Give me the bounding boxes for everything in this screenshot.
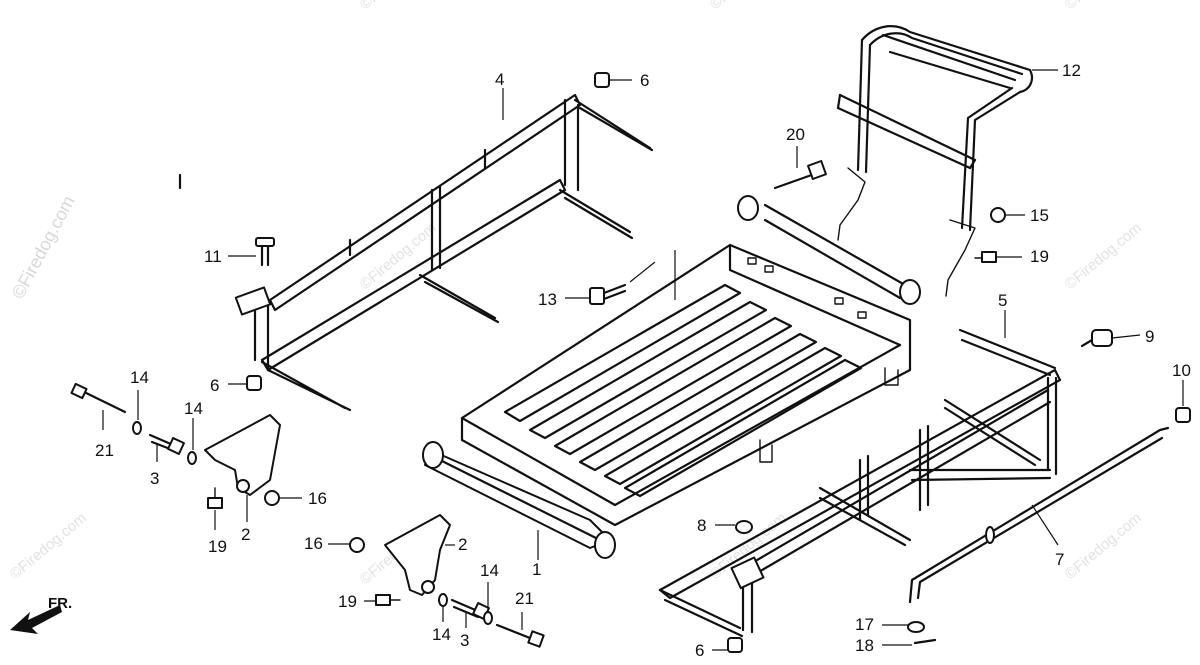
- bolt-13[interactable]: [565, 283, 627, 305]
- callout-1: 1: [532, 560, 541, 579]
- front-arrow: FR.: [10, 595, 72, 634]
- callout-10: 10: [1172, 361, 1191, 380]
- watermark: ©Firedog.com: [1062, 0, 1145, 13]
- bolt-21-left[interactable]: [70, 382, 127, 430]
- callout-21-bottom: 21: [515, 589, 534, 608]
- callout-3-left: 3: [150, 469, 159, 488]
- washer-17[interactable]: [882, 621, 925, 633]
- callout-11: 11: [204, 247, 222, 266]
- callout-18: 18: [855, 636, 874, 655]
- callout-19-bottom: 19: [338, 592, 357, 611]
- nut-15[interactable]: [990, 207, 1025, 223]
- callout-6-bottom: 6: [695, 641, 704, 660]
- watermark: ©Firedog.com: [357, 0, 440, 13]
- callout-6-top: 6: [640, 71, 649, 90]
- callout-8: 8: [697, 516, 706, 535]
- callout-20: 20: [786, 125, 805, 144]
- bolt-19[interactable]: [207, 251, 1022, 606]
- bolt-21-bottom[interactable]: [495, 612, 545, 648]
- callout-16-lower: 16: [304, 534, 323, 553]
- bracket-lower[interactable]: [384, 514, 455, 596]
- callout-19-right: 19: [1030, 247, 1049, 266]
- bolt-11[interactable]: [228, 237, 275, 267]
- bracket-upper[interactable]: [204, 414, 281, 522]
- callout-2-lower: 2: [458, 535, 467, 554]
- callout-4: 4: [495, 70, 504, 89]
- watermark-left: ©Firedog.com: [8, 192, 79, 301]
- bolt-9[interactable]: [1080, 329, 1141, 348]
- callout-14-c: 14: [480, 561, 499, 580]
- nut-16[interactable]: [264, 490, 365, 553]
- callout-14-d: 14: [432, 625, 451, 644]
- back-rack[interactable]: [836, 25, 1058, 297]
- callout-12: 12: [1062, 61, 1081, 80]
- rod[interactable]: [908, 426, 1170, 604]
- callout-9: 9: [1145, 327, 1154, 346]
- callout-16-upper: 16: [308, 489, 327, 508]
- callout-7: 7: [1055, 550, 1064, 569]
- washer-14[interactable]: [132, 390, 493, 625]
- cap-10[interactable]: [1175, 380, 1191, 423]
- cargo-bed[interactable]: [422, 195, 921, 560]
- callout-3-bottom: 3: [460, 631, 469, 650]
- callout-13: 13: [538, 290, 557, 309]
- grommet-6[interactable]: [228, 72, 743, 653]
- left-rack-frame[interactable]: [178, 88, 654, 412]
- grommet-8[interactable]: [715, 520, 753, 534]
- front-arrow-icon: [10, 605, 62, 634]
- callout-17: 17: [855, 615, 874, 634]
- watermark: ©Firedog.com: [357, 219, 440, 293]
- watermarks: ©Firedog.com ©Firedog.com ©Firedog.com ©…: [7, 0, 1145, 588]
- callout-14-a: 14: [130, 368, 149, 387]
- collar-3-left[interactable]: [148, 433, 185, 462]
- collar-3-bottom[interactable]: [450, 598, 490, 628]
- callout-15: 15: [1030, 206, 1049, 225]
- watermark: ©Firedog.com: [707, 0, 790, 13]
- watermark: ©Firedog.com: [7, 509, 90, 583]
- callout-21-left: 21: [95, 441, 114, 460]
- callout-6-left: 6: [210, 376, 219, 395]
- pin-18[interactable]: [882, 638, 937, 646]
- callout-2-upper: 2: [241, 525, 250, 544]
- callouts: 4 6 12 20 15 19 11 13 5 9 10 6 14 14 21 …: [95, 61, 1191, 660]
- callout-5: 5: [998, 291, 1007, 310]
- callout-19-left: 19: [208, 537, 227, 556]
- watermark: ©Firedog.com: [1062, 509, 1145, 583]
- callout-14-b: 14: [184, 399, 203, 418]
- bolt-20[interactable]: [773, 146, 827, 190]
- right-rack-frame[interactable]: [658, 310, 1062, 638]
- front-label: FR.: [48, 595, 72, 612]
- watermark: ©Firedog.com: [1062, 219, 1145, 293]
